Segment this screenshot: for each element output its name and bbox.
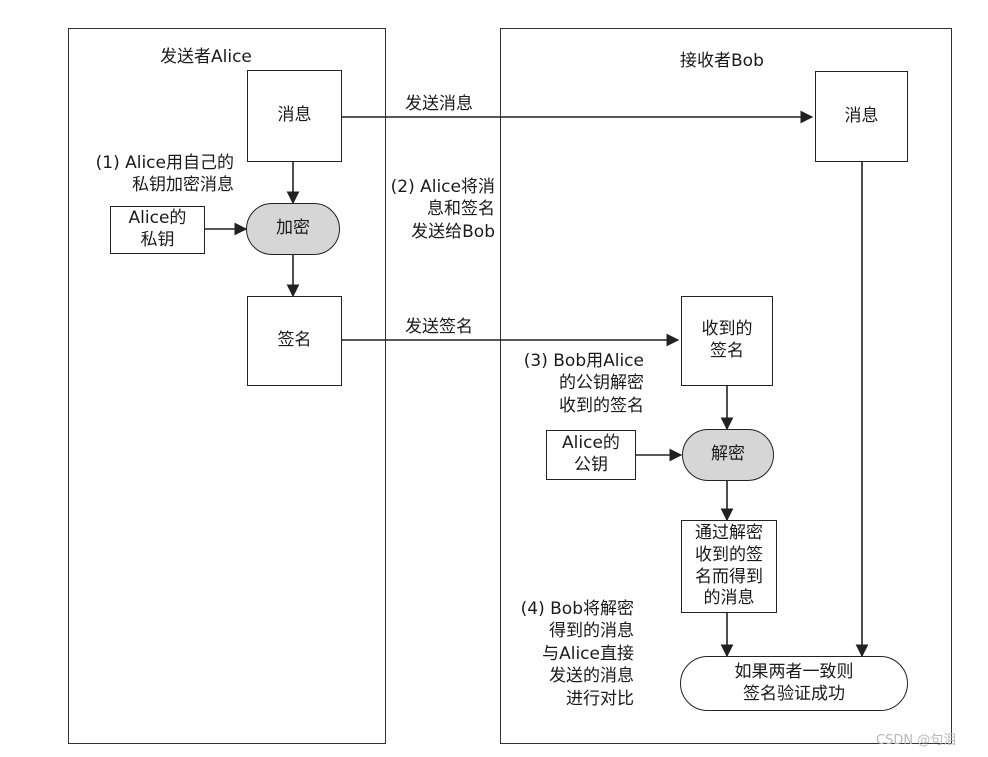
decrypted-message-box: 通过解密 收到的签 名而得到 的消息 [681,520,777,613]
step4-annotation: (4) Bob将解密 得到的消息 与Alice直接 发送的消息 进行对比 [520,599,634,709]
decrypt-node: 解密 [682,429,774,481]
bob-message-box: 消息 [815,71,908,162]
sender-title: 发送者Alice [160,47,252,67]
signature-box: 签名 [247,296,342,386]
alice-public-key-box: Alice的 公钥 [546,430,636,480]
received-signature-box: 收到的 签名 [681,296,773,386]
watermark: CSDN @句泪 [876,733,957,748]
receiver-panel [500,28,952,744]
encrypt-node: 加密 [246,203,340,255]
step3-annotation: (3) Bob用Alice 的公钥解密 收到的签名 [523,351,644,416]
alice-message-box: 消息 [247,70,342,162]
step2-annotation: (2) Alice将消 息和签名 发送给Bob [390,177,495,242]
sender-panel [68,28,386,744]
result-node: 如果两者一致则 签名验证成功 [680,656,908,711]
step1-annotation: (1) Alice用自己的 私钥加密消息 [95,153,234,196]
receiver-title: 接收者Bob [680,51,764,71]
send-signature-label: 发送签名 [405,317,473,337]
send-message-label: 发送消息 [405,94,473,114]
alice-private-key-box: Alice的 私钥 [110,206,205,254]
